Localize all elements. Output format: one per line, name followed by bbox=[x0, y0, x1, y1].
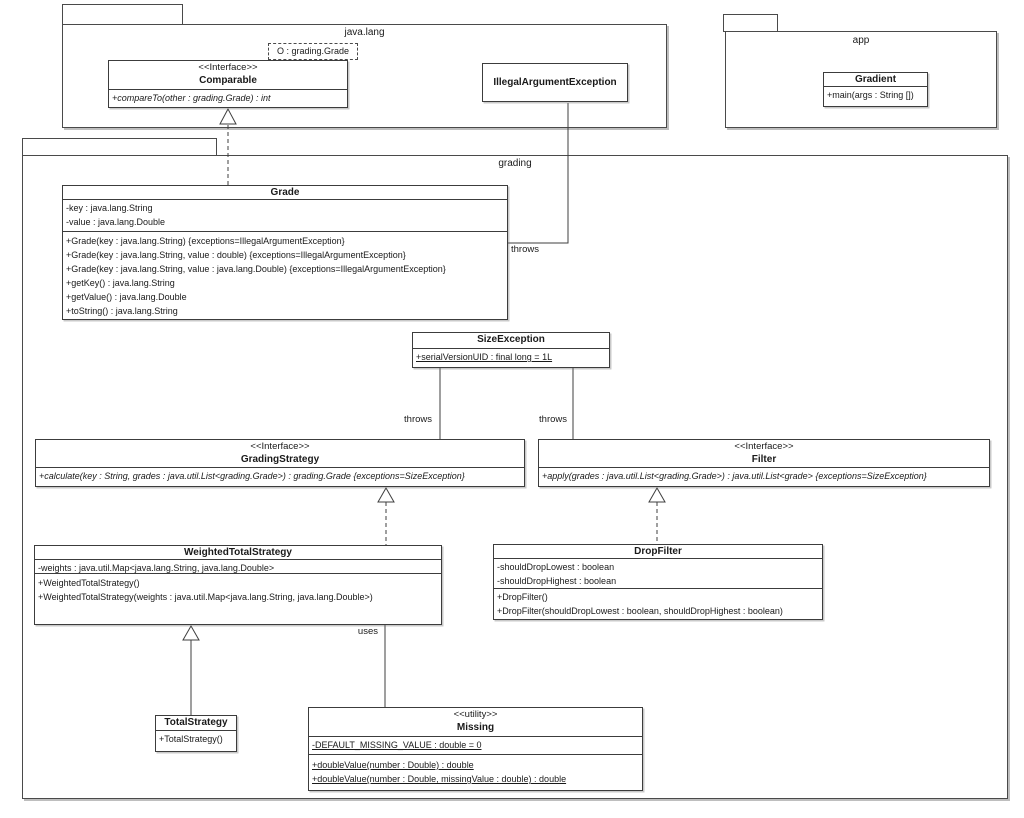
class-name: GradingStrategy bbox=[240, 454, 320, 465]
edge-label-uses: uses bbox=[357, 626, 378, 637]
class-name: Comparable bbox=[199, 75, 257, 86]
uml-attribute: -shouldDropHighest : boolean bbox=[497, 576, 617, 586]
uml-method: +Grade(key : java.lang.String, value : j… bbox=[66, 264, 446, 274]
class-missing: <<utility>> Missing -DEFAULT_MISSING_VAL… bbox=[308, 707, 643, 791]
uml-method: +doubleValue(number : Double) : double bbox=[312, 760, 474, 770]
realization-triangle-filter bbox=[648, 486, 666, 503]
class-gradingstrategy: <<Interface>> GradingStrategy +calculate… bbox=[35, 439, 525, 487]
class-comparable: <<Interface>> Comparable +compareTo(othe… bbox=[108, 60, 348, 108]
uml-method: +doubleValue(number : Double, missingVal… bbox=[312, 774, 567, 784]
uml-attribute: -weights : java.util.Map<java.lang.Strin… bbox=[38, 563, 275, 573]
realization-triangle-comparable bbox=[219, 107, 237, 125]
uml-attribute: -shouldDropLowest : boolean bbox=[497, 562, 615, 572]
edge-label-throws-gradingstrategy: throws bbox=[404, 414, 432, 425]
uml-method: +DropFilter() bbox=[497, 592, 548, 602]
stereotype-label: <<Interface>> bbox=[250, 441, 310, 452]
class-dropfilter: DropFilter -shouldDropLowest : boolean -… bbox=[493, 544, 823, 620]
class-name: Filter bbox=[751, 454, 777, 465]
class-totalstrategy: TotalStrategy +TotalStrategy() bbox=[155, 715, 237, 752]
class-grade: Grade -key : java.lang.String -value : j… bbox=[62, 185, 508, 320]
uml-attribute: -key : java.lang.String bbox=[66, 203, 153, 213]
uml-method: +compareTo(other : grading.Grade) : int bbox=[112, 93, 271, 103]
uml-method: +apply(grades : java.util.List<grading.G… bbox=[542, 471, 927, 481]
class-name: DropFilter bbox=[634, 546, 682, 557]
class-weightedtotalstrategy: WeightedTotalStrategy -weights : java.ut… bbox=[34, 545, 442, 625]
uml-method: +Grade(key : java.lang.String) {exceptio… bbox=[66, 236, 345, 246]
package-grading-label: grading bbox=[498, 158, 532, 169]
uml-method: +WeightedTotalStrategy(weights : java.ut… bbox=[38, 592, 373, 602]
package-java-lang-label: java.lang bbox=[344, 27, 385, 38]
stereotype-label: <<Interface>> bbox=[734, 441, 794, 452]
edge-grade-illegalargumentexception bbox=[508, 103, 569, 244]
uml-method: +toString() : java.lang.String bbox=[66, 306, 178, 316]
class-name: SizeException bbox=[477, 334, 545, 345]
uml-attribute: +serialVersionUID : final long = 1L bbox=[416, 352, 553, 362]
edge-label-throws-grade: throws bbox=[511, 244, 539, 255]
class-name: IllegalArgumentException bbox=[493, 77, 617, 88]
uml-method: +DropFilter(shouldDropLowest : boolean, … bbox=[497, 606, 783, 616]
stereotype-label: <<utility>> bbox=[453, 709, 498, 720]
uml-method: +main(args : String []) bbox=[827, 90, 914, 100]
uml-method: +calculate(key : String, grades : java.u… bbox=[39, 471, 465, 481]
uml-method: +getValue() : java.lang.Double bbox=[66, 292, 187, 302]
uml-method: +Grade(key : java.lang.String, value : d… bbox=[66, 250, 406, 260]
uml-method: +getKey() : java.lang.String bbox=[66, 278, 175, 288]
class-name: Gradient bbox=[854, 74, 897, 85]
class-sizeexception: SizeException +serialVersionUID : final … bbox=[412, 332, 610, 368]
uml-attribute: -DEFAULT_MISSING_VALUE : double = 0 bbox=[312, 740, 482, 750]
generalization-triangle-wts bbox=[182, 624, 200, 641]
uml-method: +WeightedTotalStrategy() bbox=[38, 578, 140, 588]
template-parameter-box: O : grading.Grade bbox=[268, 43, 358, 60]
class-name: WeightedTotalStrategy bbox=[184, 547, 292, 558]
class-name: Grade bbox=[270, 187, 300, 198]
uml-method: +TotalStrategy() bbox=[159, 734, 223, 744]
realization-triangle-gradingstrategy bbox=[377, 486, 395, 503]
class-name: TotalStrategy bbox=[164, 717, 228, 728]
class-gradient: Gradient +main(args : String []) bbox=[823, 72, 928, 107]
class-filter: <<Interface>> Filter +apply(grades : jav… bbox=[538, 439, 990, 487]
edge-label-throws-filter: throws bbox=[539, 414, 567, 425]
class-illegalargumentexception: IllegalArgumentException bbox=[482, 63, 628, 102]
package-app-label: app bbox=[852, 35, 870, 46]
class-name: Missing bbox=[456, 722, 495, 733]
stereotype-label: <<Interface>> bbox=[198, 62, 258, 73]
uml-attribute: -value : java.lang.Double bbox=[66, 217, 166, 227]
